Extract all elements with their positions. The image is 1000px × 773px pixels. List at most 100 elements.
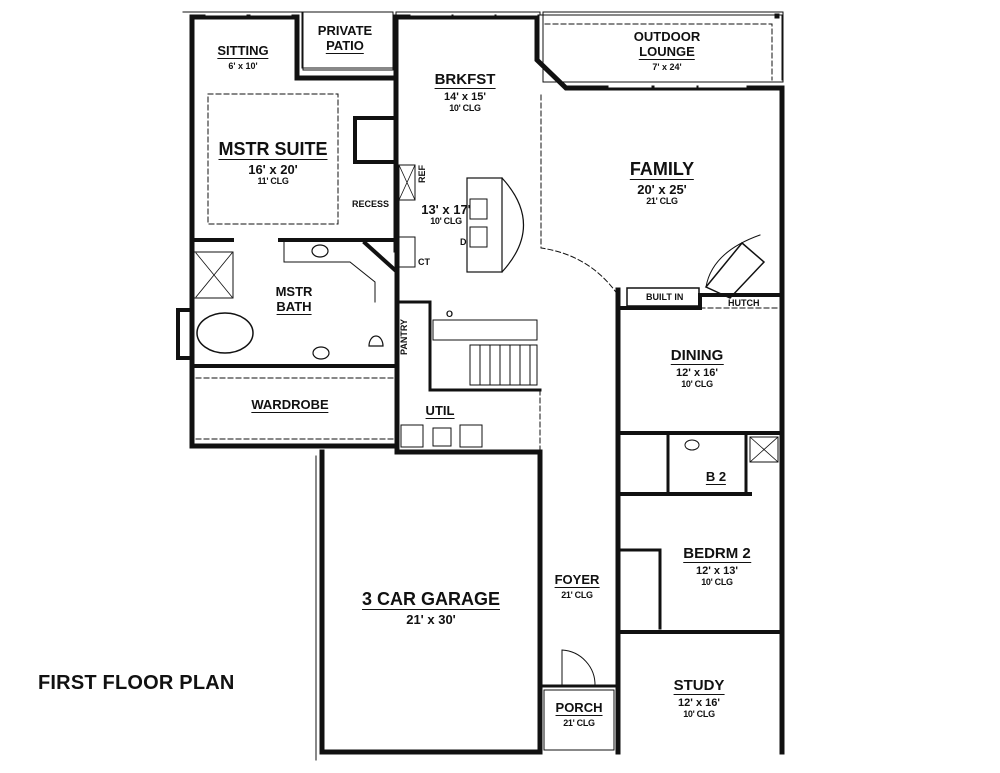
room-util: UTIL: [425, 403, 455, 419]
room-dim: 14' x 15': [444, 91, 486, 103]
window-marks: [205, 12, 747, 88]
dishwasher-label: D: [460, 237, 467, 247]
room-name-line2: LOUNGE: [639, 44, 695, 60]
b2-shower-x: [749, 436, 779, 463]
island-curve: [501, 177, 524, 273]
room-clg: 10' CLG: [430, 216, 462, 226]
room-name: WARDROBE: [251, 397, 329, 413]
oven-label: O: [446, 309, 454, 319]
room-kitchen: 13' x 17' 10' CLG: [421, 203, 471, 226]
b2-shower: [749, 436, 779, 463]
room-study: STUDY 12' x 16' 10' CLG: [673, 677, 725, 719]
room-clg: 21' CLG: [561, 590, 593, 600]
room-foyer: FOYER 21' CLG: [554, 572, 600, 600]
room-dim: 13' x 17': [421, 202, 471, 217]
lounge-post: [774, 13, 780, 19]
room-dim: 12' x 13': [696, 565, 738, 577]
stairs: [469, 344, 538, 386]
room-dim: 20' x 25': [637, 182, 687, 197]
room-clg: 11' CLG: [257, 176, 289, 186]
refrigerator: [398, 164, 416, 201]
room-name: BRKFST: [434, 71, 496, 89]
room-bedrm2: BEDRM 2 12' x 13' 10' CLG: [683, 546, 751, 587]
room-dim: 16' x 20': [248, 162, 298, 177]
island-sink: [469, 198, 488, 220]
outer-outline: [182, 11, 783, 81]
hutch-label: HUTCH: [728, 298, 760, 308]
bed-closet: [620, 548, 662, 630]
room-name: STUDY: [673, 677, 725, 695]
room-outdoor-lounge: OUTDOOR LOUNGE 7' x 24': [634, 30, 700, 72]
room-dim: 12' x 16': [676, 367, 718, 379]
wall-brkfst-north: [393, 14, 785, 91]
room-name-line1: OUTDOOR: [633, 29, 701, 44]
wall-bath-diag: [362, 240, 398, 273]
room-dim: 7' x 24': [652, 62, 682, 72]
room-dim: 6' x 10': [228, 61, 258, 71]
room-garage: 3 CAR GARAGE 21' x 30': [361, 589, 501, 627]
bath-counter: [283, 241, 376, 303]
util-dryer: [459, 424, 483, 448]
outdoor-lounge-outline: [542, 11, 784, 83]
room-sitting: SITTING 6' x 10': [217, 43, 269, 71]
b2-sink: [684, 439, 700, 451]
recess-wall: [353, 116, 397, 164]
room-mstr-suite: MSTR SUITE 16' x 20' 11' CLG: [218, 139, 328, 186]
built-in-label: BUILT IN: [646, 292, 684, 302]
bath-shower: [194, 251, 234, 299]
recess-label: RECESS: [352, 199, 390, 209]
wall-patio-west: [294, 14, 396, 81]
room-name: MSTR SUITE: [218, 139, 328, 160]
room-private-patio: PRIVATE PATIO: [318, 24, 372, 54]
stair-box: [432, 319, 538, 341]
room-clg: 10' CLG: [683, 709, 715, 719]
kitchen-family-dashed: [540, 94, 619, 296]
room-name: FAMILY: [629, 159, 695, 180]
wall-dining-north: [616, 293, 784, 310]
fireplace-arc: [705, 234, 761, 288]
kitchen-island: [466, 177, 503, 273]
room-mstr-bath: MSTR BATH: [275, 284, 313, 315]
room-name-line1: PRIVATE: [317, 23, 373, 38]
bath-toilet: [368, 335, 384, 347]
bath-shower-x: [195, 252, 233, 298]
porch-box: [543, 689, 615, 751]
room-name: PORCH: [555, 700, 603, 716]
room-clg: 10' CLG: [701, 577, 733, 587]
room-dim: 12' x 16': [678, 697, 720, 709]
front-door: [561, 649, 596, 687]
room-name: B 2: [705, 469, 727, 485]
room-clg: 10' CLG: [449, 103, 481, 113]
cooktop: [398, 236, 416, 268]
room-b2: B 2: [705, 469, 727, 485]
room-dining: DINING 12' x 16' 10' CLG: [670, 347, 724, 389]
bath-tub: [196, 312, 254, 354]
fireplace: [704, 241, 766, 299]
bath-bump-out: [176, 308, 194, 360]
room-name-line2: PATIO: [326, 38, 364, 54]
outdoor-lounge-dashed: [544, 23, 773, 81]
dishwasher: [469, 226, 488, 248]
room-dim: 21' x 30': [406, 612, 456, 627]
util-sink: [432, 427, 452, 447]
garage-walls: [319, 449, 543, 755]
ref-x: [398, 164, 416, 201]
room-name: SITTING: [217, 43, 269, 59]
room-name-line1: MSTR: [275, 284, 313, 299]
wall-pantry: [395, 300, 432, 392]
bath-sink-1: [311, 244, 329, 258]
room-name: BEDRM 2: [683, 545, 751, 563]
room-clg: 10' CLG: [681, 379, 713, 389]
util-washer: [400, 424, 424, 448]
room-name: DINING: [670, 347, 724, 365]
private-patio-box: [302, 11, 394, 71]
room-porch: PORCH 21' CLG: [555, 700, 603, 728]
room-family: FAMILY 20' x 25' 21' CLG: [629, 159, 695, 206]
room-name-line2: BATH: [276, 299, 312, 315]
room-brkfst: BRKFST 14' x 15' 10' CLG: [434, 71, 496, 113]
room-clg: 21' CLG: [646, 196, 678, 206]
mstr-suite-dashed: [207, 93, 339, 225]
pantry-label: PANTRY: [399, 319, 409, 355]
room-name: 3 CAR GARAGE: [361, 589, 501, 610]
